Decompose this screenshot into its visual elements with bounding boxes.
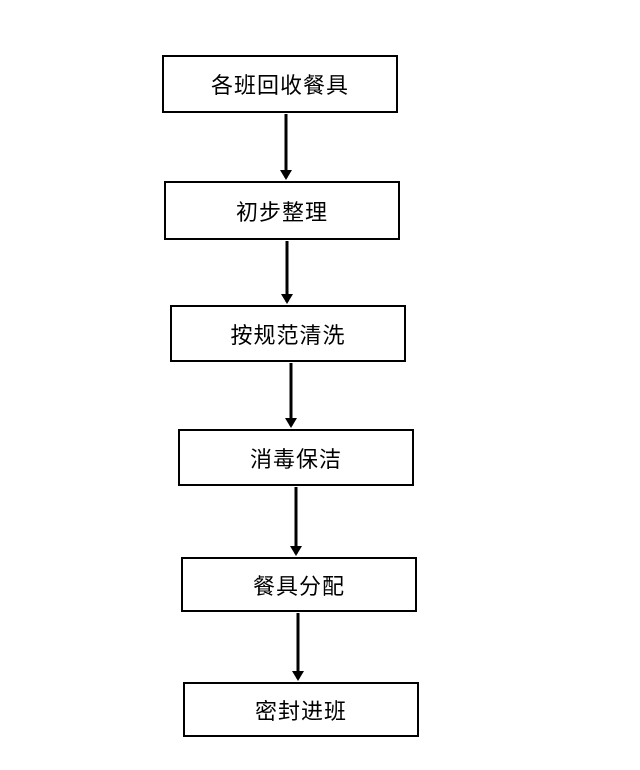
step-collect-tableware-box: 各班回收餐具 xyxy=(162,55,398,113)
step-sealed-delivery-box: 密封进班 xyxy=(183,682,419,737)
step-collect-tableware-label: 各班回收餐具 xyxy=(210,74,349,99)
step-tableware-distribution-label: 餐具分配 xyxy=(252,574,345,600)
step-tableware-distribution-box: 餐具分配 xyxy=(181,557,417,612)
step-disinfection-label: 消毒保洁 xyxy=(249,447,342,473)
step-disinfection-box: 消毒保洁 xyxy=(178,429,414,486)
step-standard-washing-label: 按规范清洗 xyxy=(230,323,346,349)
step-initial-sorting-box: 初步整理 xyxy=(164,181,400,240)
step-sealed-delivery-label: 密封进班 xyxy=(254,699,347,725)
step-standard-washing-box: 按规范清洗 xyxy=(170,305,406,362)
step-initial-sorting-label: 初步整理 xyxy=(235,200,328,226)
